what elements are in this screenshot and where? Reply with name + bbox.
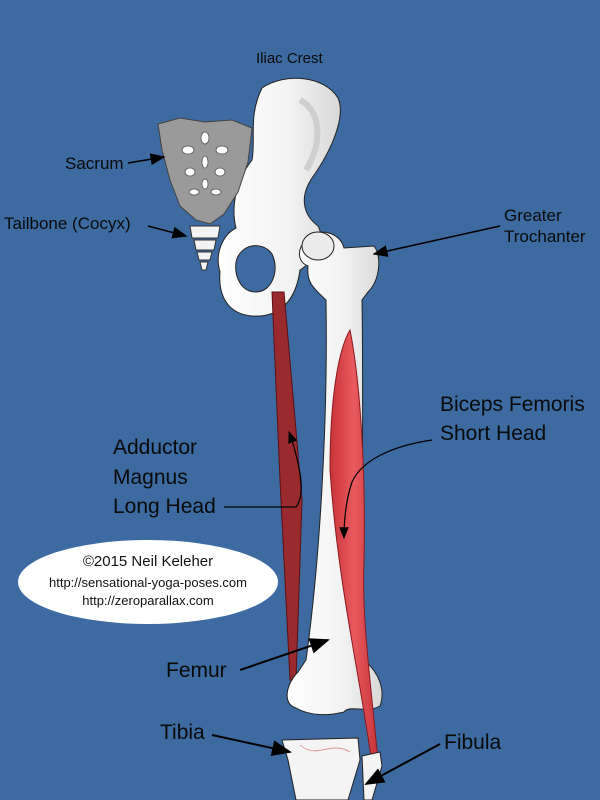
- label-greater-trochanter-2: Trochanter: [504, 228, 586, 245]
- trochanter-arrow: [374, 226, 500, 254]
- label-tibia: Tibia: [160, 722, 205, 743]
- label-greater-trochanter-1: Greater: [504, 207, 562, 224]
- label-adductor-1: Adductor: [113, 437, 197, 458]
- label-sacrum: Sacrum: [65, 155, 124, 172]
- credit-copyright: ©2015 Neil Keleher: [18, 553, 278, 572]
- label-biceps-femoris-1: Biceps Femoris: [440, 394, 585, 415]
- tibia-bone: [282, 738, 360, 800]
- label-fibula: Fibula: [444, 732, 501, 753]
- label-femur: Femur: [166, 660, 227, 681]
- sacrum-arrow: [128, 157, 164, 163]
- label-iliac-crest: Iliac Crest: [256, 51, 323, 66]
- label-biceps-femoris-2: Short Head: [440, 423, 546, 444]
- coccyx-bone: [190, 226, 220, 270]
- obturator-foramen: [236, 246, 275, 292]
- label-tailbone: Tailbone (Cocyx): [4, 215, 131, 232]
- tailbone-arrow: [148, 226, 186, 236]
- credit-url-1: http://sensational-yoga-poses.com: [18, 575, 278, 591]
- adductor-magnus-muscle: [272, 292, 302, 680]
- femoral-head: [302, 232, 334, 260]
- label-adductor-3: Long Head: [113, 496, 216, 517]
- credit-url-2: http://zeroparallax.com: [18, 593, 278, 609]
- credit-block: ©2015 Neil Keleher http://sensational-yo…: [18, 553, 278, 609]
- tibia-arrow: [212, 735, 290, 752]
- label-adductor-2: Magnus: [113, 467, 188, 488]
